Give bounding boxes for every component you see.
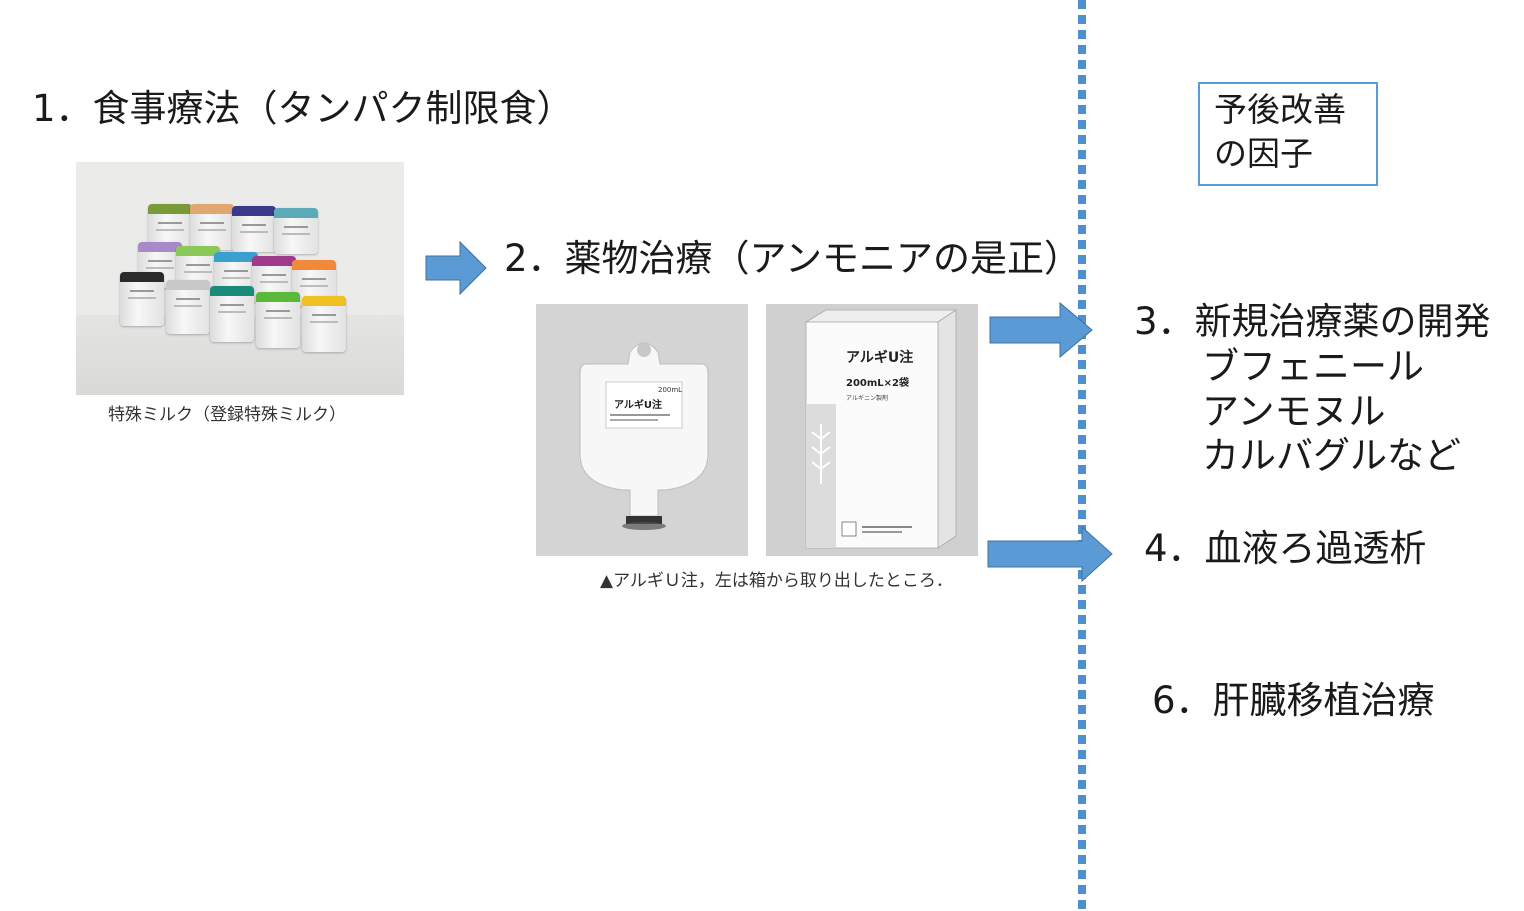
dotted-divider <box>1078 0 1086 911</box>
arginine-box-photo: アルギU注 200mL×2袋 アルギニン製剤 <box>766 304 978 556</box>
arginine-caption: ▲アルギＵ注，左は箱から取り出したところ． <box>600 571 953 591</box>
new-drug-carbaglu: カルバグルなど <box>1202 434 1461 477</box>
new-drugs-heading: 3．新規治療薬の開発 <box>1134 300 1491 343</box>
prognosis-line-1: 予後改善 <box>1214 90 1346 129</box>
prognosis-line-2: の因子 <box>1214 134 1313 173</box>
milk-caption: 特殊ミルク（登録特殊ミルク） <box>108 405 346 425</box>
box-sub-text: アルギニン製剤 <box>846 394 888 402</box>
arrow-diet-to-drug <box>424 240 490 296</box>
special-milk-photo <box>76 162 404 395</box>
bag-name-text: アルギU注 <box>614 398 662 411</box>
box-name-text: アルギU注 <box>846 349 913 366</box>
drug-therapy-heading: 2．薬物治療（アンモニアの是正） <box>504 237 1082 280</box>
liver-transplant-heading: 6．肝臓移植治療 <box>1152 679 1435 722</box>
diet-therapy-heading: 1．食事療法（タンパク制限食） <box>32 87 574 130</box>
box-volume-text: 200mL×2袋 <box>846 376 910 389</box>
arrow-to-new-drugs <box>988 300 1098 360</box>
bag-volume-text: 200mL <box>658 386 682 394</box>
new-drug-ammonul: アンモヌル <box>1202 390 1386 433</box>
prognosis-factors-box: 予後改善 の因子 <box>1198 82 1378 186</box>
arginine-bag-photo: 200mL アルギU注 <box>536 304 748 556</box>
arrow-to-dialysis <box>986 524 1116 584</box>
new-drug-buphenyl: ブフェニール <box>1202 345 1424 388</box>
dialysis-heading: 4．血液ろ過透析 <box>1144 527 1427 570</box>
